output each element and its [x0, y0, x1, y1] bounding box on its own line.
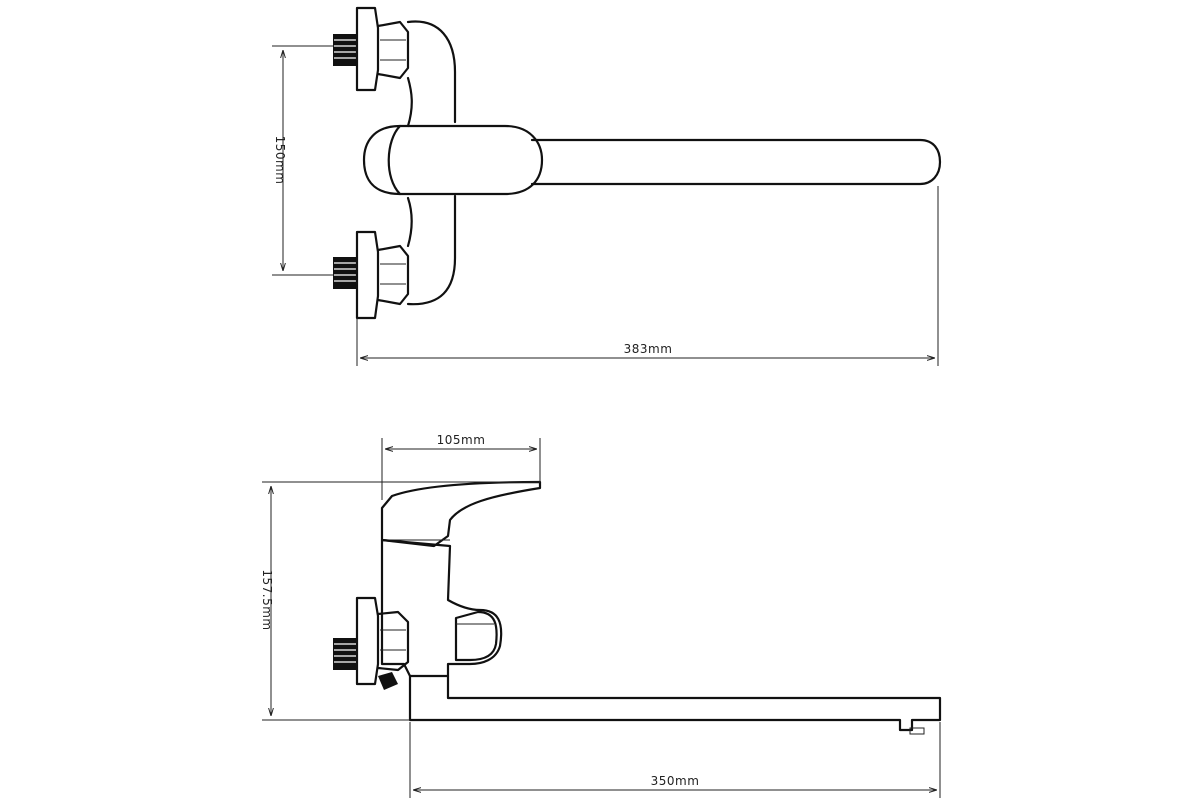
dim-top-width: 383mm [356, 186, 939, 366]
top-view: 150mm 383mm [272, 6, 942, 366]
top-spout [530, 138, 942, 186]
dim-side-handle-label: 105mm [437, 433, 486, 447]
dim-side-height-label: 157.5mm [260, 569, 274, 630]
dim-side-handle: 105mm [381, 433, 541, 500]
dim-side-height: 157.5mm [260, 481, 540, 721]
dim-side-spout: 350mm [409, 722, 941, 798]
dim-top-height: 150mm [272, 45, 334, 276]
dim-top-width-label: 383mm [624, 342, 673, 356]
side-connector [333, 596, 410, 690]
top-mixer-cap [362, 124, 544, 196]
top-lower-connector [333, 230, 410, 320]
dim-top-height-label: 150mm [273, 136, 287, 185]
side-handle [380, 480, 542, 548]
side-view: 105mm 157.5mm 350mm [260, 433, 942, 798]
top-body [406, 20, 457, 306]
side-spout [408, 674, 942, 732]
dim-side-spout-label: 350mm [651, 774, 700, 788]
top-upper-connector [333, 6, 410, 92]
side-body [380, 538, 503, 678]
